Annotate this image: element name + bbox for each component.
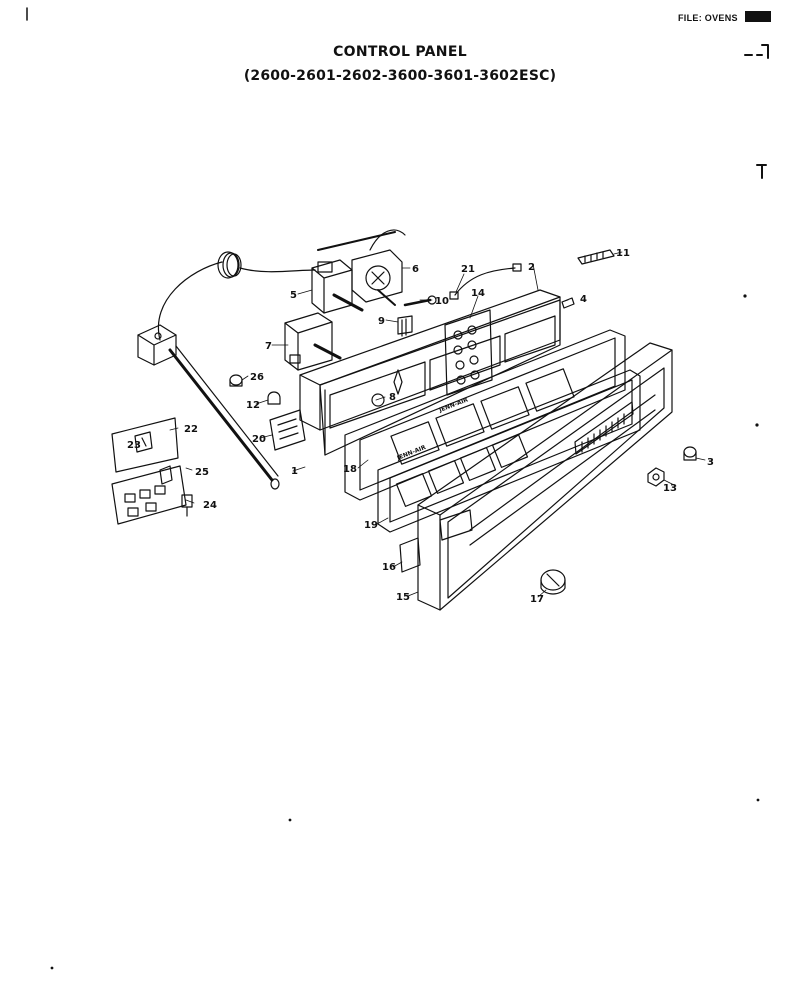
- control-knob-17: [540, 569, 566, 595]
- switch-bank-14: [444, 309, 493, 396]
- timer-board-22-23: [111, 417, 179, 473]
- callout-labels: 1 2 3 4 5 6 7 8 9 10 11 12 13 14 15 16 1…: [127, 248, 714, 605]
- scan-marks: [26, 7, 769, 970]
- callout-11: 11: [616, 248, 630, 259]
- diagram-title: CONTROL PANEL: [333, 44, 467, 60]
- nut-13: [647, 467, 665, 487]
- file-tab-marker: [745, 11, 771, 22]
- callout-1: 1: [291, 466, 298, 477]
- callout-5: 5: [290, 290, 297, 301]
- callout-23: 23: [127, 440, 141, 451]
- callout-7: 7: [265, 341, 272, 352]
- front-trim-panel-15: [417, 342, 673, 611]
- callout-15: 15: [396, 592, 410, 603]
- callout-20: 20: [252, 434, 266, 445]
- callout-19: 19: [364, 520, 378, 531]
- callout-26: 26: [250, 372, 264, 383]
- callout-16: 16: [382, 562, 396, 573]
- bushing-3: [683, 446, 697, 461]
- file-tag: FILE: OVENS: [678, 13, 738, 23]
- callout-14: 14: [471, 288, 485, 299]
- callout-25: 25: [195, 467, 209, 478]
- graphics-overlay-19: JENN-AIR: [377, 369, 641, 533]
- screw-4: [561, 297, 575, 309]
- callout-4: 4: [580, 294, 587, 305]
- trim-strip-16: [399, 537, 421, 573]
- callout-21: 21: [461, 264, 475, 275]
- callout-2: 2: [528, 262, 535, 273]
- relay-board-25: [111, 465, 187, 525]
- infinite-switch-7: [284, 312, 342, 371]
- callout-24: 24: [203, 500, 217, 511]
- callout-9: 9: [378, 316, 385, 327]
- callout-10: 10: [435, 296, 449, 307]
- control-panel-housing-1: [299, 289, 561, 456]
- terminal-block-11: [577, 249, 615, 265]
- lamp-12: [267, 391, 281, 405]
- callout-22: 22: [184, 424, 198, 435]
- callout-18: 18: [343, 464, 357, 475]
- callout-8: 8: [389, 392, 396, 403]
- insulation-bracket-20: [269, 409, 306, 451]
- thermostat-capillary-tube: [157, 229, 406, 341]
- callout-3: 3: [707, 457, 714, 468]
- leader-lines: [169, 251, 706, 598]
- callout-12: 12: [246, 400, 260, 411]
- thermostat-bulb-bracket: [137, 324, 280, 490]
- selector-switch-6: [351, 249, 403, 306]
- callout-17: 17: [530, 594, 544, 605]
- wire-harness-21: [449, 263, 522, 300]
- panel-brand-text-lower: JENN-AIR: [395, 444, 427, 462]
- knob-shaft-9: [397, 315, 413, 337]
- callout-6: 6: [412, 264, 419, 275]
- diagram-model-list: (2600-2601-2602-3600-3601-3602ESC): [243, 68, 557, 84]
- switch-24: [181, 494, 193, 517]
- clip-10: [403, 295, 437, 307]
- thermostat-valve-5: [311, 259, 364, 314]
- callout-13: 13: [663, 483, 677, 494]
- lamp-socket-26: [229, 374, 243, 387]
